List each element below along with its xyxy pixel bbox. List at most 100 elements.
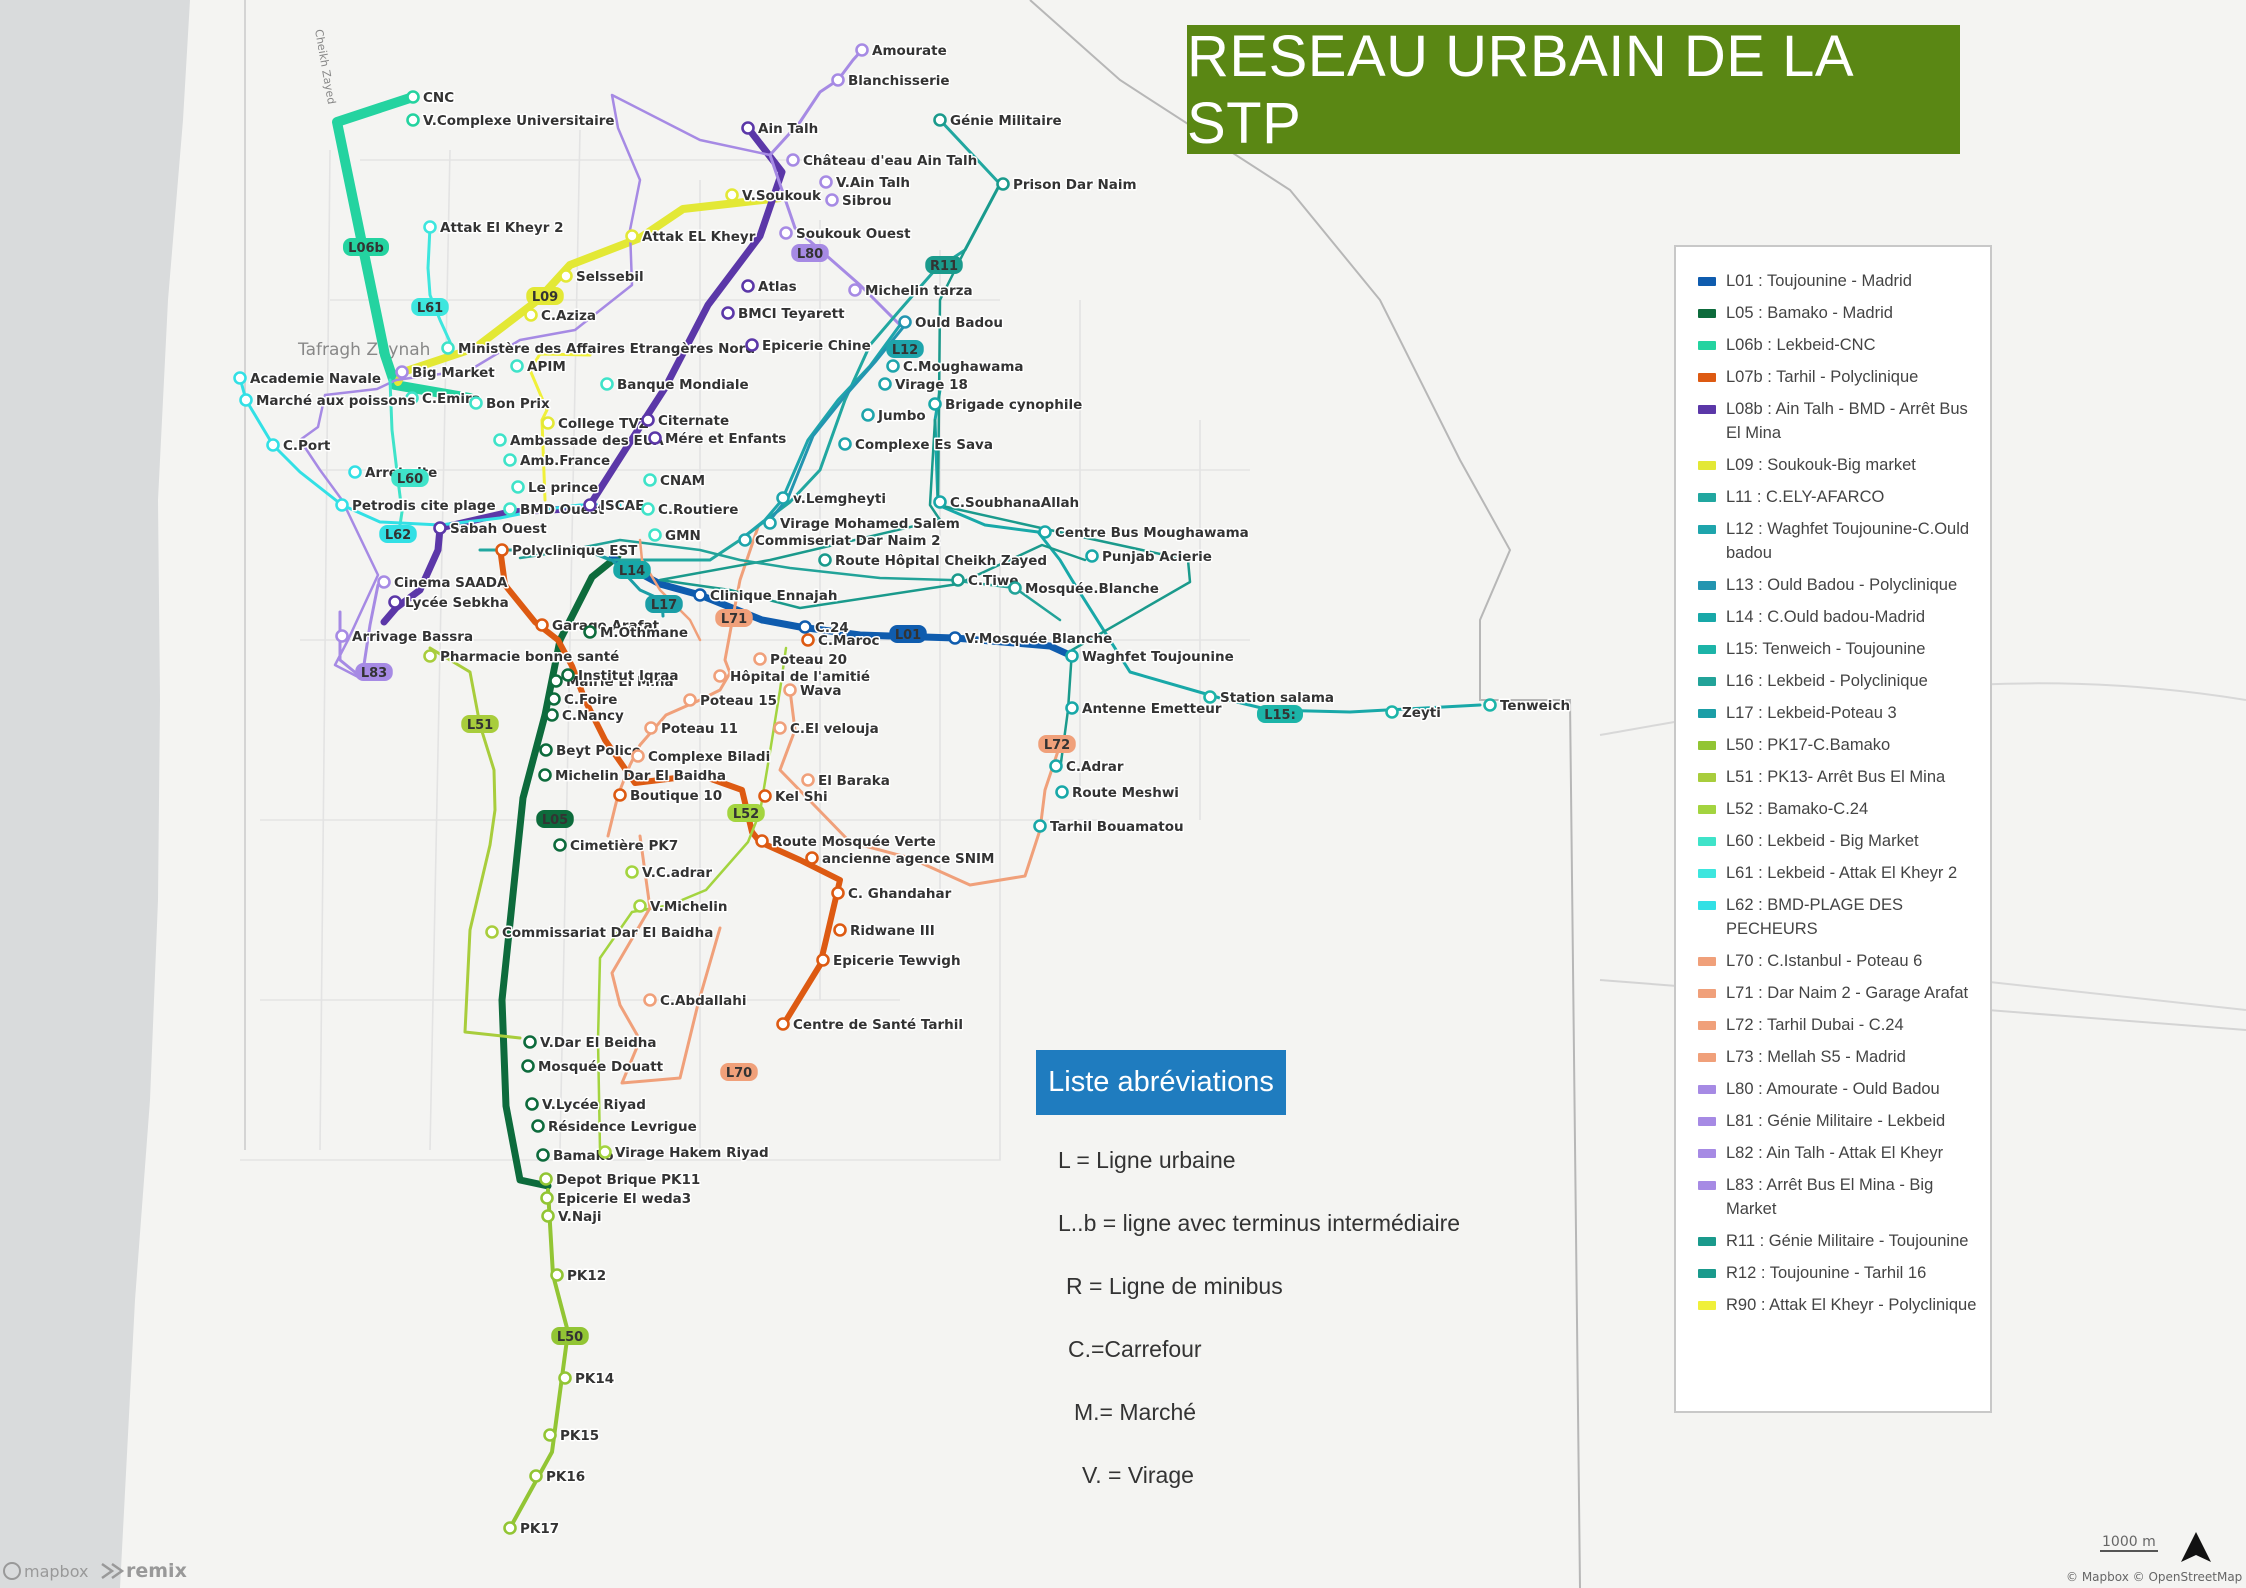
mapbox-logo[interactable]: mapbox	[24, 1562, 89, 1581]
station-marker[interactable]	[539, 743, 553, 757]
station-marker[interactable]	[816, 953, 830, 967]
station-marker[interactable]	[1038, 525, 1052, 539]
station-marker[interactable]	[541, 416, 555, 430]
station-marker[interactable]	[348, 465, 362, 479]
station-marker[interactable]	[776, 491, 790, 505]
station-marker[interactable]	[848, 283, 862, 297]
station-marker[interactable]	[713, 669, 727, 683]
station-marker[interactable]	[755, 834, 769, 848]
station-marker[interactable]	[1385, 705, 1399, 719]
station-marker[interactable]	[886, 359, 900, 373]
station-marker[interactable]	[511, 480, 525, 494]
station-marker[interactable]	[539, 1172, 553, 1186]
station-marker[interactable]	[801, 773, 815, 787]
station-marker[interactable]	[779, 226, 793, 240]
station-marker[interactable]	[583, 625, 597, 639]
station-marker[interactable]	[805, 851, 819, 865]
station-marker[interactable]	[1203, 690, 1217, 704]
station-marker[interactable]	[469, 396, 483, 410]
station-marker[interactable]	[433, 521, 447, 535]
station-marker[interactable]	[951, 573, 965, 587]
station-marker[interactable]	[1085, 549, 1099, 563]
station-marker[interactable]	[335, 629, 349, 643]
station-marker[interactable]	[423, 220, 437, 234]
station-marker[interactable]	[388, 595, 402, 609]
station-marker[interactable]	[523, 1035, 537, 1049]
station-marker[interactable]	[738, 533, 752, 547]
station-marker[interactable]	[861, 408, 875, 422]
station-marker[interactable]	[643, 473, 657, 487]
station-marker[interactable]	[495, 543, 509, 557]
station-marker[interactable]	[239, 393, 253, 407]
station-marker[interactable]	[561, 668, 575, 682]
station-marker[interactable]	[559, 269, 573, 283]
station-marker[interactable]	[838, 437, 852, 451]
station-marker[interactable]	[535, 618, 549, 632]
station-marker[interactable]	[1008, 581, 1022, 595]
station-marker[interactable]	[725, 188, 739, 202]
station-marker[interactable]	[948, 631, 962, 645]
station-marker[interactable]	[406, 113, 420, 127]
station-marker[interactable]	[801, 633, 815, 647]
station-marker[interactable]	[525, 1097, 539, 1111]
attribution[interactable]: © Mapbox © OpenStreetMap	[2066, 1570, 2243, 1584]
station-marker[interactable]	[928, 397, 942, 411]
station-marker[interactable]	[898, 315, 912, 329]
station-marker[interactable]	[1483, 698, 1497, 712]
station-marker[interactable]	[631, 749, 645, 763]
station-marker[interactable]	[600, 377, 614, 391]
station-marker[interactable]	[783, 683, 797, 697]
station-marker[interactable]	[377, 575, 391, 589]
station-marker[interactable]	[644, 721, 658, 735]
station-marker[interactable]	[558, 1371, 572, 1385]
station-marker[interactable]	[405, 391, 419, 405]
station-marker[interactable]	[641, 413, 655, 427]
station-marker[interactable]	[625, 229, 639, 243]
station-marker[interactable]	[798, 620, 812, 634]
station-marker[interactable]	[683, 693, 697, 707]
station-marker[interactable]	[493, 433, 507, 447]
station-marker[interactable]	[1055, 785, 1069, 799]
station-marker[interactable]	[510, 359, 524, 373]
station-marker[interactable]	[503, 453, 517, 467]
station-marker[interactable]	[648, 431, 662, 445]
station-marker[interactable]	[741, 121, 755, 135]
station-marker[interactable]	[538, 768, 552, 782]
station-marker[interactable]	[266, 438, 280, 452]
station-marker[interactable]	[423, 649, 437, 663]
station-marker[interactable]	[1065, 701, 1079, 715]
station-marker[interactable]	[933, 113, 947, 127]
station-marker[interactable]	[613, 788, 627, 802]
station-marker[interactable]	[335, 498, 349, 512]
station-marker[interactable]	[776, 1017, 790, 1031]
station-marker[interactable]	[786, 153, 800, 167]
station-marker[interactable]	[531, 1119, 545, 1133]
station-marker[interactable]	[818, 553, 832, 567]
station-marker[interactable]	[833, 923, 847, 937]
station-marker[interactable]	[598, 1145, 612, 1159]
station-marker[interactable]	[536, 1148, 550, 1162]
station-marker[interactable]	[878, 377, 892, 391]
station-marker[interactable]	[741, 279, 755, 293]
station-marker[interactable]	[521, 1059, 535, 1073]
station-marker[interactable]	[633, 899, 647, 913]
station-marker[interactable]	[831, 73, 845, 87]
station-marker[interactable]	[503, 502, 517, 516]
station-marker[interactable]	[524, 308, 538, 322]
station-marker[interactable]	[641, 502, 655, 516]
station-marker[interactable]	[485, 925, 499, 939]
station-marker[interactable]	[625, 865, 639, 879]
station-marker[interactable]	[745, 338, 759, 352]
station-marker[interactable]	[773, 721, 787, 735]
station-marker[interactable]	[540, 1191, 554, 1205]
station-marker[interactable]	[643, 993, 657, 1007]
station-marker[interactable]	[819, 175, 833, 189]
station-marker[interactable]	[503, 1521, 517, 1535]
station-marker[interactable]	[549, 674, 563, 688]
station-marker[interactable]	[583, 498, 597, 512]
station-marker[interactable]	[543, 1428, 557, 1442]
station-marker[interactable]	[753, 652, 767, 666]
station-marker[interactable]	[855, 43, 869, 57]
station-marker[interactable]	[553, 838, 567, 852]
remix-logo[interactable]: remix	[126, 1560, 187, 1582]
